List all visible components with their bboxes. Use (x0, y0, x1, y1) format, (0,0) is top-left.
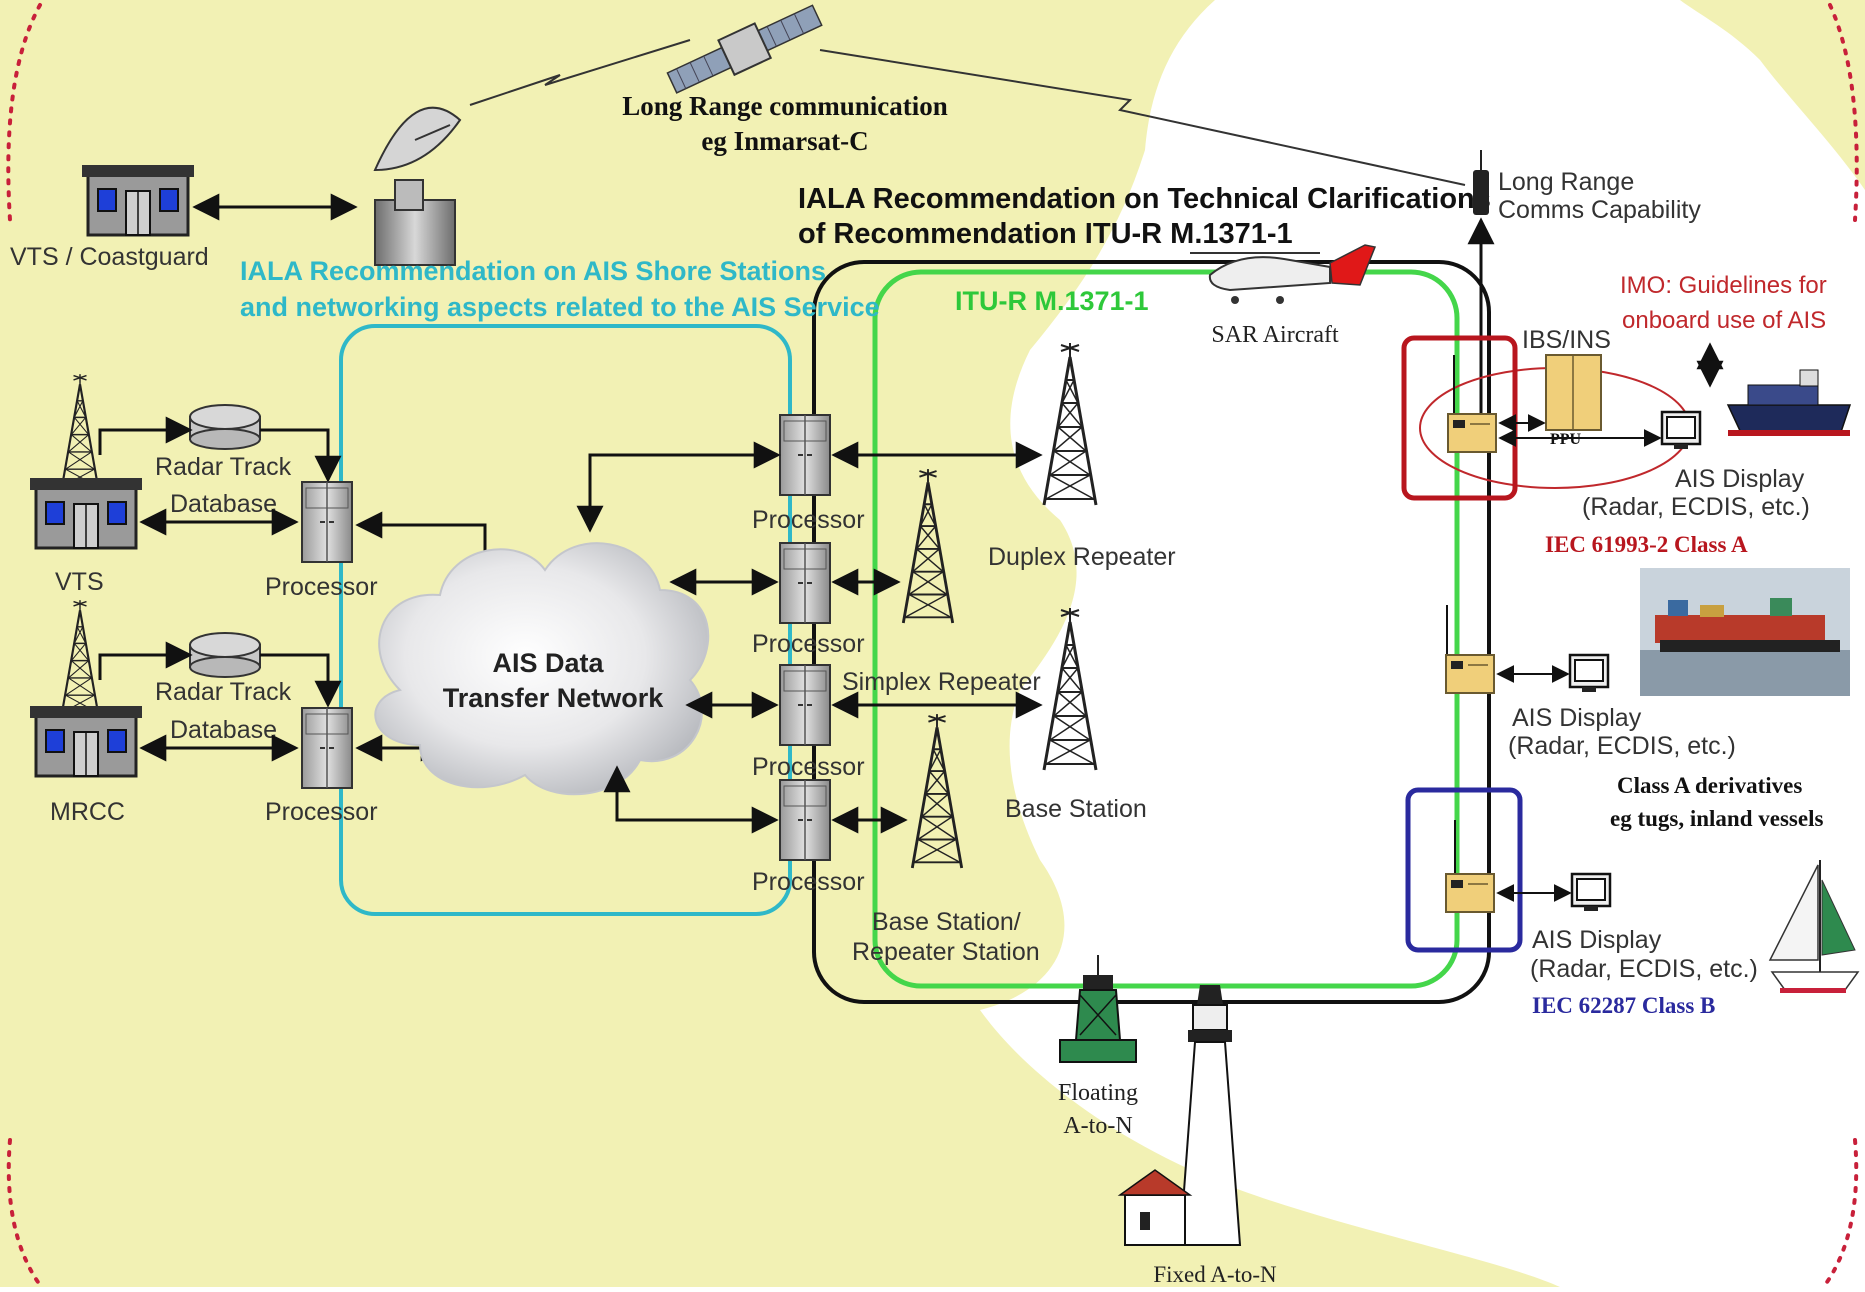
imo-guidelines-line1: IMO: Guidelines for (1620, 272, 1827, 299)
network-line1: AIS Data (492, 648, 604, 678)
processor-6-icon (780, 780, 830, 860)
processor-4-icon (780, 543, 830, 623)
vts-building-icon (30, 478, 142, 548)
satellite-label-line2: eg Inmarsat-C (701, 126, 868, 156)
floating-aton-line1: Floating (1058, 1080, 1138, 1106)
ais-display-deriv-line2: (Radar, ECDIS, etc.) (1508, 732, 1736, 760)
long-range-line2: Comms Capability (1498, 196, 1701, 224)
ais-display-a-line1: AIS Display (1675, 465, 1805, 493)
sar-aircraft-label: SAR Aircraft (1211, 322, 1339, 348)
ais-display-deriv-line1: AIS Display (1512, 704, 1642, 732)
processor-3-label: Processor (752, 506, 865, 534)
imo-guidelines-line2: onboard use of AIS (1622, 307, 1826, 334)
processor-1-label: Processor (265, 573, 378, 601)
processor-6-label: Processor (752, 868, 865, 896)
radar-track-2-line2: Database (170, 716, 277, 744)
iala-shore-line1: IALA Recommendation on AIS Shore Station… (240, 256, 826, 286)
class-b-transponder-icon (1446, 874, 1494, 912)
base-station-label: Base Station (1005, 795, 1147, 823)
mrcc-label: MRCC (50, 798, 125, 826)
class-a-deriv-line1: Class A derivatives (1617, 773, 1802, 798)
satellite-label-line1: Long Range communication (622, 91, 948, 121)
processor-2-icon (302, 708, 352, 788)
iala-technical-line2: of Recommendation ITU-R M.1371-1 (798, 218, 1293, 250)
ppu-label: PPU (1550, 431, 1582, 448)
radar-track-1-line1: Radar Track (155, 453, 292, 481)
ais-display-a-icon (1662, 412, 1700, 449)
floating-aton-line2: A-to-N (1063, 1113, 1132, 1139)
vts-coastguard-label: VTS / Coastguard (10, 243, 209, 271)
mrcc-building-icon (30, 706, 142, 776)
inland-vessel-photo-icon (1640, 568, 1850, 696)
vts-label: VTS (55, 568, 104, 596)
processor-5-icon (780, 665, 830, 745)
ppu-icon (1546, 355, 1601, 430)
duplex-repeater-label: Duplex Repeater (988, 543, 1176, 571)
ais-display-deriv-icon (1570, 655, 1608, 692)
class-a-deriv-line2: eg tugs, inland vessels (1610, 806, 1823, 831)
processor-1-icon (302, 482, 352, 562)
processor-2-label: Processor (265, 798, 378, 826)
base-repeater-line2: Repeater Station (852, 938, 1040, 966)
ais-display-b-icon (1572, 874, 1610, 911)
radar-track-db-1-icon (190, 405, 260, 449)
class-a-transponder-icon (1448, 414, 1496, 452)
class-a-deriv-transponder-icon (1446, 655, 1494, 693)
base-repeater-line1: Base Station/ (872, 908, 1021, 936)
processor-3-icon (780, 415, 830, 495)
ais-display-b-line2: (Radar, ECDIS, etc.) (1530, 955, 1758, 983)
ais-display-b-line1: AIS Display (1532, 926, 1662, 954)
itu-label: ITU-R M.1371-1 (955, 286, 1149, 316)
long-range-line1: Long Range (1498, 168, 1634, 196)
fixed-aton-label: Fixed A-to-N (1153, 1262, 1277, 1287)
class-b-std-label: IEC 62287 Class B (1532, 993, 1715, 1018)
iala-technical-line1: IALA Recommendation on Technical Clarifi… (798, 183, 1491, 215)
processor-4-label: Processor (752, 630, 865, 658)
ais-display-a-line2: (Radar, ECDIS, etc.) (1582, 493, 1810, 521)
ibs-ins-label: IBS/INS (1522, 326, 1611, 354)
iala-shore-line2: and networking aspects related to the AI… (240, 292, 880, 322)
radar-track-db-2-icon (190, 633, 260, 677)
radar-track-1-line2: Database (170, 490, 277, 518)
vts-coastguard-building-icon (82, 165, 194, 235)
class-a-std-label: IEC 61993-2 Class A (1545, 532, 1748, 557)
processor-5-label: Processor (752, 753, 865, 781)
simplex-repeater-label: Simplex Repeater (842, 668, 1041, 696)
network-line2: Transfer Network (443, 683, 665, 713)
radar-track-2-line1: Radar Track (155, 678, 292, 706)
